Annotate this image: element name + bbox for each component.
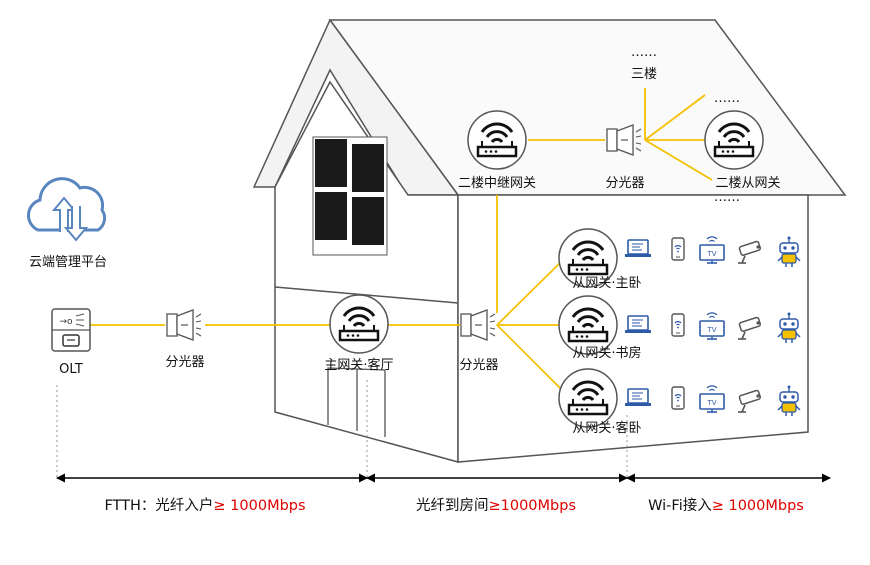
fiber-to-guest-bedroom: [496, 324, 566, 394]
relay-gateway-icon: [466, 109, 528, 171]
cloud-platform-label: 云端管理平台: [29, 255, 107, 270]
phone-icon: [671, 313, 685, 337]
fiber-to-3f-b: [644, 94, 706, 141]
sub-gateway-label-study: 从网关·书房: [572, 345, 641, 361]
segment-speed-ftth: ≥ 1000Mbps: [213, 498, 305, 514]
ellipsis-3f-b: ……: [714, 91, 740, 106]
sub-gateway-2f-icon: [703, 109, 765, 171]
cloud-icon: [27, 177, 107, 242]
segment-label-fiber-to-room: 光纤到房间≥1000Mbps: [416, 497, 576, 514]
main-gateway-icon: [328, 293, 390, 355]
segment-name-fiber-to-room: 光纤到房间: [416, 497, 489, 514]
segment-speed-wifi: ≥ 1000Mbps: [712, 498, 804, 514]
fiber-to-master-bedroom: [496, 257, 566, 326]
ellipsis-3f: ……: [631, 45, 657, 60]
phone-icon: [671, 237, 685, 261]
svg-text:→o: →o: [59, 317, 73, 327]
segment-label-ftth: FTTH：光纤入户≥ 1000Mbps: [104, 497, 305, 514]
floor3-label: 三楼: [631, 67, 657, 82]
olt-label: OLT: [59, 362, 83, 377]
laptop-icon: [624, 239, 652, 258]
laptop-icon: [624, 315, 652, 334]
sub-gateway-2f-label: 二楼从网关: [715, 176, 780, 191]
main-gateway-label: 主网关·客厅: [324, 357, 393, 373]
laptop-icon: [624, 388, 652, 407]
splitter-label-2f: 分光器: [605, 176, 644, 191]
splitter-icon-outdoor: [166, 309, 202, 341]
olt-icon: →o: [51, 308, 91, 352]
sub-gateway-icon-guest-bedroom: [557, 367, 619, 429]
splitter-label-1f: 分光器: [459, 358, 498, 373]
segment-name-ftth: FTTH：光纤入户: [104, 497, 213, 514]
house-outline: [252, 18, 847, 463]
fiber-links: [90, 88, 713, 394]
segment-speed-fiber-to-room: ≥1000Mbps: [488, 498, 576, 514]
ellipsis-2f: ……: [714, 190, 740, 205]
fiber-to-2f-more: [644, 139, 713, 181]
phone-icon: [671, 386, 685, 410]
relay-gateway-label: 二楼中继网关: [458, 176, 536, 191]
segment-label-wifi: Wi-Fi接入≥ 1000Mbps: [648, 497, 804, 514]
sub-gateway-label-master-bedroom: 从网关·主卧: [572, 276, 641, 291]
sub-gateway-label-guest-bedroom: 从网关·客卧: [572, 420, 641, 436]
segment-guides: [56, 380, 628, 477]
segment-name-wifi: Wi-Fi接入: [648, 497, 712, 514]
splitter-label-outdoor: 分光器: [165, 355, 204, 370]
